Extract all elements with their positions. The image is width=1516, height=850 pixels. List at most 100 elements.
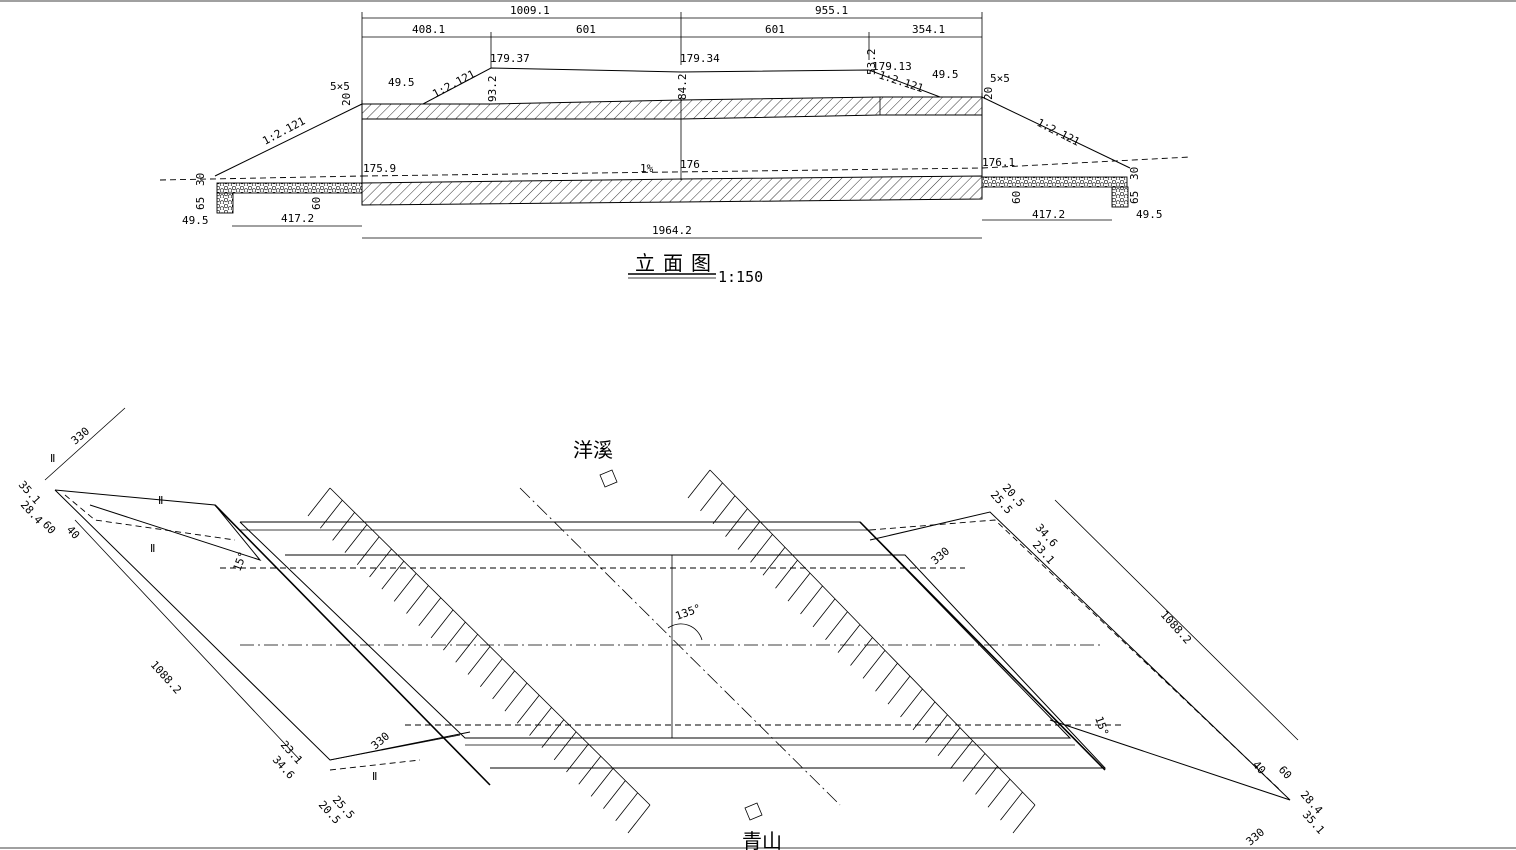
hatch-tick	[800, 585, 823, 615]
hatch-tick	[862, 650, 886, 679]
hatch-tick	[443, 621, 466, 651]
hatch-tick	[750, 534, 773, 563]
hatch-tick	[590, 768, 614, 797]
hatch-tick	[687, 469, 711, 499]
dim-10882-left: 1088.2	[148, 658, 184, 696]
hatch-tick	[627, 804, 651, 834]
section-mark-4: Ⅱ	[372, 770, 377, 783]
apron-right	[981, 176, 1128, 188]
level-top-right: 179.13	[872, 60, 912, 73]
hatch-tick	[319, 499, 343, 529]
hatch-tick	[344, 524, 368, 553]
hatch-tick	[987, 778, 1011, 808]
hatch-tick	[762, 547, 786, 576]
dim-60-right: 60	[1276, 763, 1295, 782]
hatch-tick	[615, 792, 639, 822]
hatch-tick	[850, 637, 873, 666]
dim-330-left: 330	[69, 425, 93, 448]
section-mark-2: Ⅱ	[158, 494, 163, 507]
hatch-tick	[925, 714, 948, 744]
grade-label: 1%	[640, 162, 654, 175]
hatch-tick	[529, 707, 552, 736]
embankment-hatch-left	[307, 487, 651, 834]
dim-30-left: 30	[194, 173, 207, 186]
hatch-tick	[900, 688, 923, 718]
hatch-tick	[812, 598, 836, 628]
dim-left-a: 408.1	[412, 23, 445, 36]
dim-65-right: 65	[1128, 191, 1141, 204]
elevation-view: 1009.1 955.1 408.1 601 601 354.1 1964.2	[159, 4, 1191, 286]
hatch-tick	[937, 727, 961, 756]
hatch-tick	[369, 548, 392, 578]
hatch-tick	[430, 609, 454, 639]
dim-330-right: 330	[1244, 826, 1268, 849]
hatch-tick	[700, 482, 723, 512]
dim-w-right: 49.5	[1136, 208, 1163, 221]
top-dimensions: 1009.1 955.1 408.1 601 601 354.1	[361, 4, 983, 100]
dim-w-left: 49.5	[182, 214, 209, 227]
angle-15-right: 15°	[1092, 715, 1111, 738]
chamfer-left: 5×5	[330, 80, 350, 93]
dim-65-left: 65	[194, 197, 207, 210]
slope-label-right: 1:2.121	[1035, 116, 1082, 149]
slope-label-top-left: 1:2.121	[430, 67, 477, 100]
apron-left	[216, 182, 363, 194]
plan-south-label: 青山	[742, 829, 782, 850]
hatch-tick	[381, 560, 405, 590]
hatch-tick	[455, 634, 479, 663]
hatch-tick	[393, 573, 417, 602]
plan-view: 洋溪 青山 135° 330 1088.2 1088.2 35.1 28.4 6…	[16, 407, 1327, 850]
dim-60-left: 60	[40, 518, 59, 537]
hatch-tick	[467, 646, 491, 675]
deck-slab	[361, 96, 983, 120]
dim-left-b: 601	[576, 23, 596, 36]
hatch-tick	[787, 572, 811, 602]
hatch-tick	[837, 624, 861, 653]
dim-20-left: 20	[340, 93, 353, 106]
level-top-left: 179.37	[490, 52, 530, 65]
hatch-tick	[737, 521, 761, 550]
dim-60-right: 60	[1010, 191, 1023, 204]
hatch-tick	[516, 695, 540, 724]
hatch-tick	[962, 753, 986, 782]
dim-10882-right: 1088.2	[1158, 608, 1194, 646]
dim-left-total: 1009.1	[510, 4, 550, 17]
dim-apron-right: 417.2	[1032, 208, 1065, 221]
hatch-tick	[492, 670, 515, 700]
hatch-tick	[307, 487, 331, 517]
hatch-tick	[887, 675, 911, 705]
hatch-tick	[578, 755, 602, 785]
hatch-tick	[603, 780, 626, 809]
elevation-title: 立面图	[635, 251, 719, 275]
slope-left	[214, 103, 363, 177]
hatch-tick	[406, 585, 429, 614]
hatch-tick	[950, 740, 973, 769]
dim-right-total: 955.1	[815, 4, 848, 17]
hatch-tick	[725, 508, 748, 537]
level-bed-mid: 176	[680, 158, 700, 171]
hatch-tick	[332, 512, 355, 541]
level-top-mid: 179.34	[680, 52, 720, 65]
dim-20-right: 20	[982, 87, 995, 100]
hatch-tick	[356, 536, 380, 566]
dim-351-right: 35.1	[1300, 808, 1327, 836]
elevation-scale: 1:150	[718, 268, 763, 286]
hatch-tick	[566, 743, 589, 773]
level-bed-left: 175.9	[363, 162, 396, 175]
dim-bottom-total: 1964.2	[652, 224, 692, 237]
culvert-outline	[239, 521, 1072, 739]
embankment-hatch-right	[687, 469, 1036, 834]
hatch-tick	[825, 611, 848, 640]
dim-30-right: 30	[1128, 167, 1141, 180]
hatch-tick	[975, 766, 998, 795]
section-mark-3: Ⅱ	[150, 542, 155, 555]
bottom-slab	[361, 175, 983, 206]
angle-label: 135°	[674, 602, 703, 623]
dim-284-left: 28.4	[18, 498, 46, 527]
hatch-tick	[479, 658, 503, 687]
dim-apron-left: 417.2	[281, 212, 314, 225]
dim-60-left: 60	[310, 197, 323, 210]
hatch-tick	[912, 701, 936, 731]
wing-right	[859, 521, 1106, 771]
